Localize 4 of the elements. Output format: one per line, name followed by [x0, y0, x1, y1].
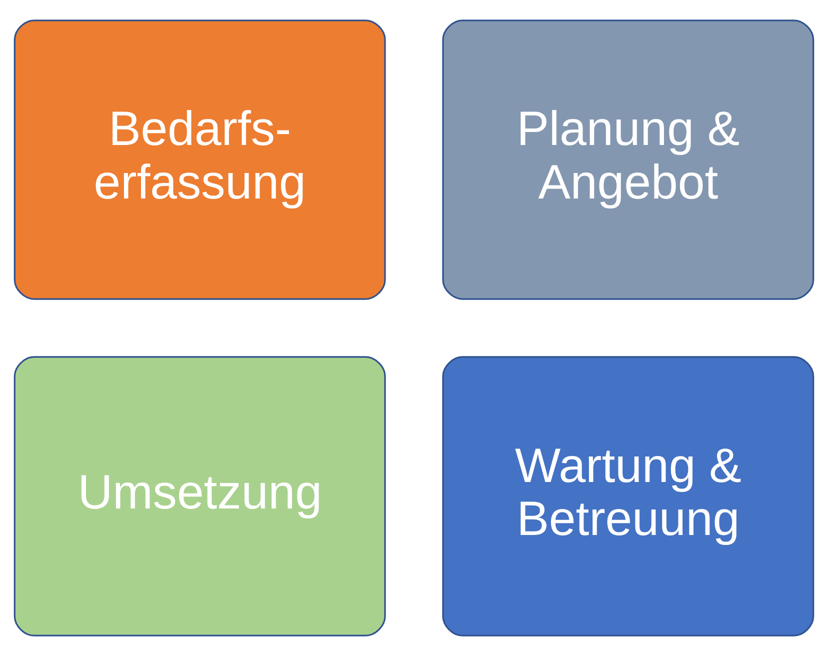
node-box: Planung & Angebot: [442, 20, 814, 300]
node-box: Umsetzung: [14, 356, 386, 636]
node-box: Wartung & Betreuung: [442, 356, 814, 636]
node-box: Bedarfs- erfassung: [14, 20, 386, 300]
